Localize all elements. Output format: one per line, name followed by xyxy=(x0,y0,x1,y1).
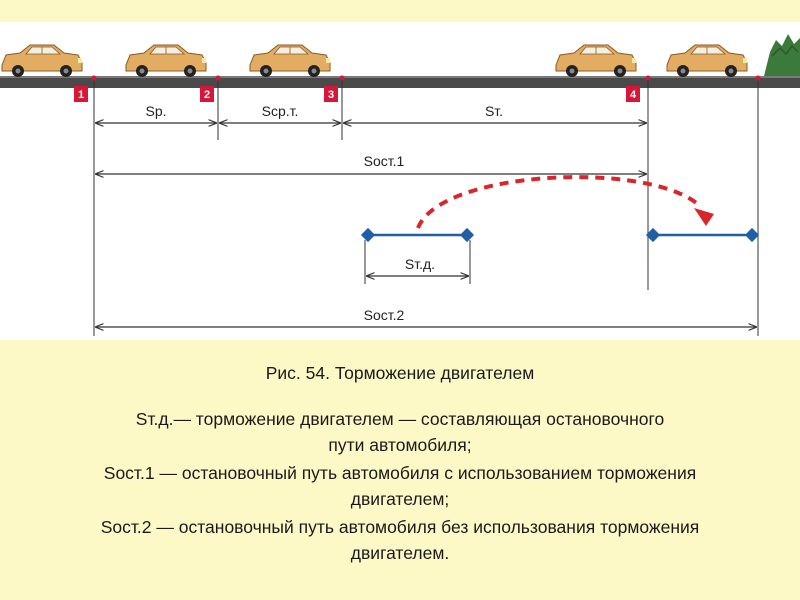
label-sr: Sр. xyxy=(145,103,166,119)
label-sost1: Sост.1 xyxy=(364,153,405,169)
road xyxy=(0,76,800,88)
marker-label-1: 1 xyxy=(78,89,84,101)
caption-line: пути автомобиля; xyxy=(328,435,472,455)
marker-label-3: 3 xyxy=(328,89,334,101)
engine-braking-segment xyxy=(360,227,475,243)
marker-label-2: 2 xyxy=(204,89,210,101)
caption-line: Sост.2 — остановочный путь автомобиля бе… xyxy=(100,517,700,537)
transfer-arrow xyxy=(416,175,714,229)
engine-braking-segment-moved xyxy=(645,227,760,243)
label-std: Sт.д. xyxy=(405,256,435,272)
caption-line: двигателем; xyxy=(350,489,450,509)
caption-title: Рис. 54. Торможение двигателем xyxy=(265,363,535,383)
marker-label-4: 4 xyxy=(630,89,637,101)
caption-line: Sт.д.— торможение двигателем — составляю… xyxy=(135,409,665,429)
marker-icon: 1 xyxy=(74,75,97,102)
bush-icon xyxy=(764,34,800,76)
marker-icon: 2 xyxy=(200,75,221,102)
label-srt: Sср.т. xyxy=(262,103,299,119)
caption-line: двигателем. xyxy=(350,543,450,563)
label-sost2: Sост.2 xyxy=(364,307,405,323)
marker-icon: 4 xyxy=(626,75,651,102)
caption: Рис. 54. Торможение двигателем Sт.д.— то… xyxy=(0,350,800,566)
reference-lines xyxy=(93,80,759,336)
caption-line: Sост.1 — остановочный путь автомобиля с … xyxy=(103,463,697,483)
figure-area xyxy=(0,22,800,340)
label-st: Sт. xyxy=(485,103,503,119)
marker-icon: 3 xyxy=(324,75,345,102)
